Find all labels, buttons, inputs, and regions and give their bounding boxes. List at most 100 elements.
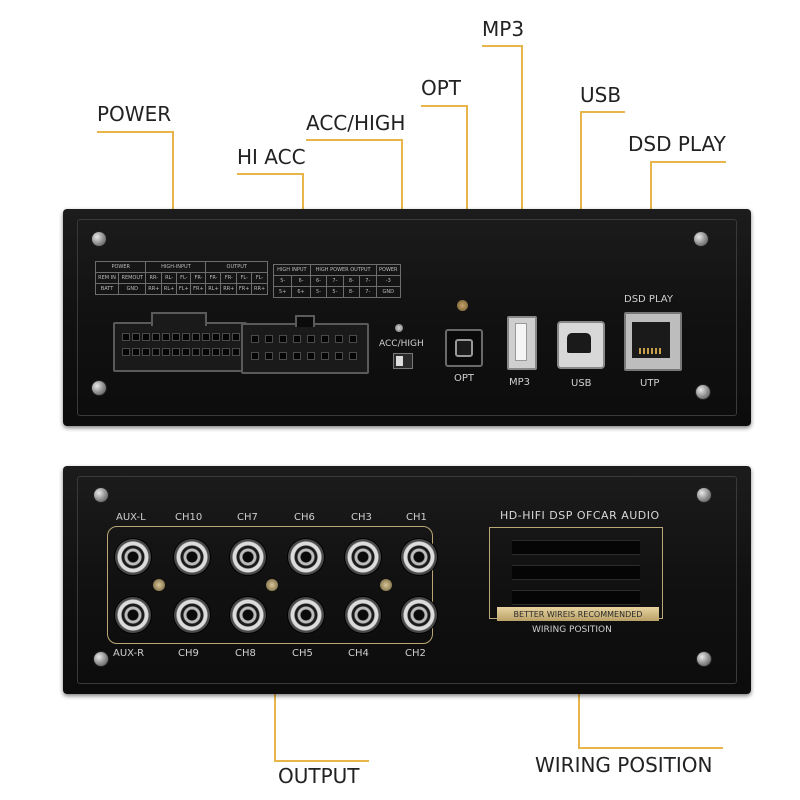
hiacc-table-cell: 8- [342, 286, 361, 298]
screw-top-left [94, 488, 108, 502]
connector-pin [349, 335, 357, 343]
rca-jack-ch6[interactable] [288, 539, 324, 575]
leader-acchigh-h [306, 139, 402, 141]
connector-pin [132, 348, 140, 356]
callout-mp3: MP3 [482, 17, 525, 41]
rca-jack-ch10[interactable] [174, 539, 210, 575]
power-table-cell: FL- [176, 272, 192, 284]
connector-pin [335, 352, 343, 360]
connector-pin [335, 335, 343, 343]
connector-pin [222, 348, 230, 356]
connector-pin [232, 348, 240, 356]
usb-port-socket [567, 333, 591, 353]
rca-jack-ch3[interactable] [345, 539, 381, 575]
channel-label-ch10: CH10 [175, 512, 203, 523]
usb-label: USB [571, 378, 592, 389]
channel-label-ch5: CH5 [292, 648, 313, 659]
hiacc-table-cell: 6+ [291, 286, 311, 298]
power-table-cell: RL+ [205, 283, 222, 295]
dsd-play-label: DSD PLAY [624, 294, 673, 305]
rca-jack-ch2[interactable] [401, 597, 437, 633]
connector-pin [212, 333, 220, 341]
rca-jack-ch7[interactable] [230, 539, 266, 575]
channel-label-ch1: CH1 [406, 512, 427, 523]
rca-jack-aux-l[interactable] [115, 539, 151, 575]
hi-acc-pinout-table: HIGH INPUT HIGH POWER OUTPUT POWER 5- 6-… [272, 264, 402, 298]
hiacc-table-header-high-input: HIGH INPUT [273, 264, 311, 276]
connector-pin [142, 333, 150, 341]
utp-label: UTP [640, 378, 660, 389]
opt-port-aperture [455, 339, 473, 357]
connector-pin [349, 352, 357, 360]
callout-hi-acc: HI ACC [237, 145, 306, 169]
brand-text: HD-HIFI DSP OFCAR AUDIO [500, 509, 660, 522]
bottom-panel: AUX-L CH10 CH7 CH6 CH3 CH1 AUX-R CH9 CH8… [63, 466, 751, 694]
leader-dsd-h [650, 161, 726, 163]
screw-top-right [694, 232, 708, 246]
connector-pin [251, 335, 259, 343]
usb-port[interactable] [557, 321, 605, 369]
power-pinout-table: POWER HIGH-INPUT OUTPUT REM IN REMOUT RR… [94, 261, 268, 295]
connector-pin [265, 335, 273, 343]
leader-opt-v [466, 105, 468, 275]
opt-port[interactable] [445, 329, 483, 367]
utp-port[interactable] [624, 312, 682, 371]
grill-frame [489, 527, 663, 619]
hi-acc-connector[interactable] [241, 315, 369, 374]
hiacc-table-cell: 5- [272, 275, 293, 287]
connector-pin [279, 352, 287, 360]
mp3-label: MP3 [509, 377, 531, 388]
top-panel: POWER HIGH-INPUT OUTPUT REM IN REMOUT RR… [63, 209, 751, 426]
channel-label-ch8: CH8 [235, 648, 256, 659]
hiacc-table-header-high-power-output: HIGH POWER OUTPUT [309, 264, 377, 276]
rca-jack-ch5[interactable] [288, 597, 324, 633]
bottom-panel-bevel [77, 476, 737, 684]
connector-pin [321, 335, 329, 343]
screw-bottom-left [92, 381, 106, 395]
power-table-cell: BATT [94, 283, 120, 295]
connector-pin [192, 348, 200, 356]
power-table-cell: GND [118, 283, 147, 295]
leader-mp3-h [482, 45, 522, 47]
power-table-cell: RL- [161, 272, 178, 284]
channel-label-aux-r: AUX-R [113, 648, 145, 659]
connector-pin [182, 348, 190, 356]
rca-jack-ch8[interactable] [230, 597, 266, 633]
rca-jack-ch1[interactable] [401, 539, 437, 575]
leader-output-h [274, 760, 369, 762]
power-table-cell: FR- [205, 272, 222, 284]
power-table-header-power: POWER [94, 261, 147, 273]
screw-top-left [92, 232, 106, 246]
power-table-cell: RL+ [161, 283, 178, 295]
recommend-ribbon: BETTER WIREIS RECOMMENDED [497, 607, 659, 621]
hiacc-table-cell: 5- [326, 286, 344, 298]
connector-pin [142, 348, 150, 356]
channel-label-ch2: CH2 [405, 648, 426, 659]
power-connector[interactable] [113, 312, 247, 372]
power-table-cell: REM IN [94, 272, 120, 284]
rca-jack-aux-r[interactable] [115, 597, 151, 633]
opt-label: OPT [454, 373, 475, 384]
leader-power-h [97, 131, 173, 133]
cluster-screw [266, 579, 278, 591]
rca-jack-ch4[interactable] [345, 597, 381, 633]
connector-pin [152, 348, 160, 356]
mp3-port-tongue [515, 323, 527, 361]
power-table-cell: RR+ [145, 283, 163, 295]
power-table-header-output: OUTPUT [205, 261, 268, 273]
connector-pin [202, 348, 210, 356]
hiacc-table-header-power: POWER [375, 264, 402, 276]
channel-label-ch6: CH6 [294, 512, 315, 523]
acc-high-switch[interactable] [393, 353, 413, 369]
hiacc-table-cell: 7- [359, 286, 377, 298]
channel-label-ch7: CH7 [237, 512, 258, 523]
mp3-port[interactable] [507, 316, 537, 370]
connector-pin [307, 335, 315, 343]
rca-jack-ch9[interactable] [174, 597, 210, 633]
utp-port-contacts [639, 348, 663, 354]
power-table-cell: FL+ [176, 283, 192, 295]
hiacc-table-cell: 6- [309, 275, 328, 287]
utp-port-socket [632, 322, 670, 358]
hiacc-table-cell: 7- [359, 275, 377, 287]
channel-label-ch3: CH3 [351, 512, 372, 523]
